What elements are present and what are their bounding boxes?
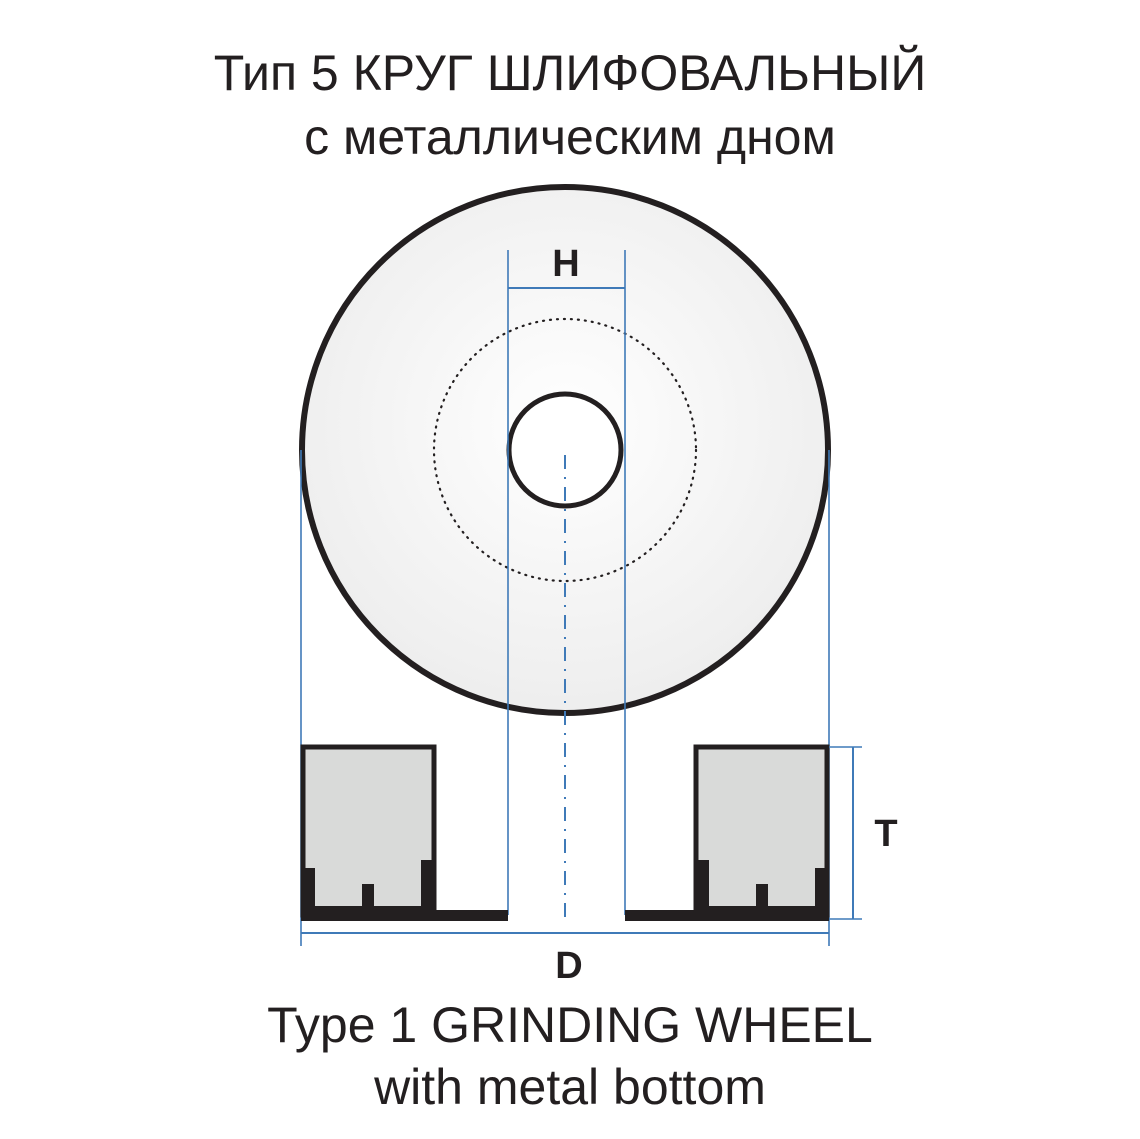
metal-bottom-right [625, 860, 829, 921]
title-russian-line-1: Тип 5 КРУГ ШЛИФОВАЛЬНЫЙ [213, 45, 927, 101]
title-russian-line-2: с металлическим дном [304, 109, 836, 165]
cross-section-left [300, 744, 508, 921]
title-english-line-1: Type 1 GRINDING WHEEL [267, 997, 873, 1053]
diameter-dimension-label: D [555, 945, 582, 987]
metal-bottom-left [301, 860, 508, 921]
title-english-line-2: with metal bottom [374, 1059, 766, 1115]
dotted-circle [432, 317, 698, 583]
bore-dimension-label: H [552, 243, 579, 285]
thickness-dimension-label: T [874, 813, 897, 855]
bore-hole [506, 391, 624, 509]
thickness-dimension [829, 746, 862, 920]
cross-section-right [625, 744, 830, 921]
